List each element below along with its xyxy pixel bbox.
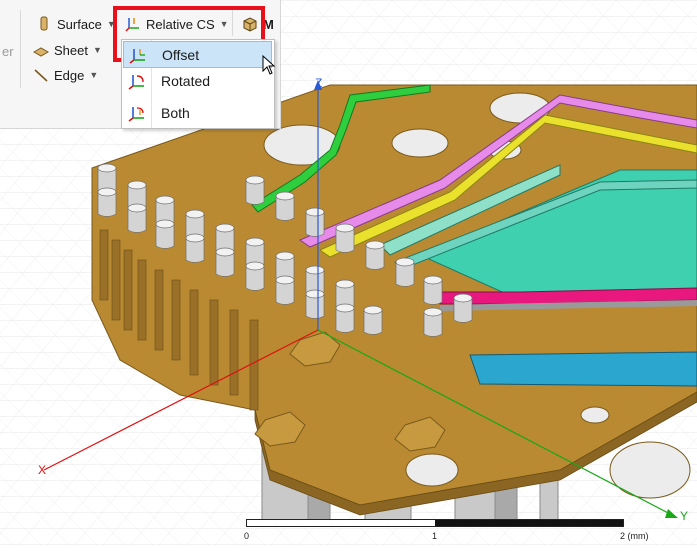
edge-label: Edge: [54, 67, 85, 83]
scale-tick-1: 1: [432, 531, 438, 541]
pin-cylinder: [127, 203, 147, 233]
pin-cylinder: [395, 257, 415, 287]
menu-item-offset[interactable]: Offset: [123, 41, 272, 68]
scale-tick-0: 0: [244, 531, 250, 541]
surface-label: Surface: [57, 16, 102, 32]
scale-tick-2: 2 (mm): [620, 531, 649, 541]
pin-cylinder: [185, 209, 205, 239]
pcb-board[interactable]: [91, 84, 697, 516]
chevron-down-icon: ▼: [92, 45, 102, 55]
sheet-button[interactable]: Sheet ▼: [32, 42, 102, 58]
model-label: M: [263, 16, 274, 32]
surface-icon: [36, 16, 52, 32]
chevron-down-icon: ▼: [106, 19, 116, 29]
ribbon-separator: [232, 10, 233, 36]
chevron-down-icon: ▼: [219, 19, 229, 29]
relative-cs-label: Relative CS: [146, 16, 215, 32]
pin-cylinder: [305, 265, 325, 295]
pin-cylinder: [245, 237, 265, 267]
menu-item-label: Both: [161, 104, 190, 121]
green-trace[interactable]: [251, 84, 431, 213]
sheet-label: Sheet: [54, 42, 88, 58]
pin-cylinder: [275, 191, 295, 221]
x-axis-label: X: [38, 463, 47, 477]
menu-item-label: Rotated: [161, 72, 211, 89]
edge-button[interactable]: Edge ▼: [33, 67, 98, 83]
pin-cylinder: [453, 293, 473, 323]
blue-layer[interactable]: [469, 351, 697, 387]
pin-cylinder: [423, 275, 443, 305]
ribbon-cut-text: er: [2, 44, 14, 59]
pin-cylinder: [185, 233, 205, 263]
axes: [43, 80, 678, 518]
edge-icon: [33, 67, 49, 83]
mouse-cursor-icon: [262, 54, 276, 80]
pin-cylinder: [335, 303, 355, 333]
menu-item-both[interactable]: Both: [123, 99, 272, 126]
pin-array: [97, 163, 473, 337]
scale-bar: [246, 519, 624, 527]
offset-cs-icon: [124, 41, 152, 68]
pin-cylinder: [275, 251, 295, 281]
y-axis-label: Y: [680, 509, 689, 523]
scale-bar-black-segment: [435, 520, 623, 526]
pin-cylinder: [423, 307, 443, 337]
pin-cylinder: [305, 289, 325, 319]
pin-cylinder: [97, 163, 117, 193]
model-icon: [242, 16, 258, 32]
menu-item-rotated[interactable]: Rotated: [123, 67, 272, 94]
z-axis-label: Z: [315, 76, 323, 90]
ribbon-overflow: [268, 0, 276, 16]
model-button[interactable]: M: [242, 16, 274, 32]
ribbon-separator: [20, 10, 21, 88]
pin-cylinder: [365, 240, 385, 270]
pin-cylinder: [245, 175, 265, 205]
pin-cylinder: [215, 247, 235, 277]
both-cs-icon: [123, 99, 151, 126]
relative-cs-icon: [125, 16, 141, 32]
pin-cylinder: [245, 261, 265, 291]
pin-cylinder: [275, 275, 295, 305]
pin-cylinder: [155, 219, 175, 249]
scale-bar-white-segment: [247, 520, 435, 526]
pin-cylinder: [305, 207, 325, 237]
rotated-cs-icon: [123, 67, 151, 94]
magenta-trace[interactable]: [439, 287, 697, 311]
chevron-down-icon: ▼: [89, 70, 99, 80]
yellow-trace[interactable]: [318, 114, 697, 258]
pin-cylinder: [335, 223, 355, 253]
pin-cylinder: [363, 305, 383, 335]
menu-icon-column: [151, 40, 152, 128]
pin-cylinder: [97, 187, 117, 217]
relative-cs-dropdown-menu: Offset Rotated Both: [121, 39, 275, 129]
relative-cs-button[interactable]: Relative CS ▼: [125, 16, 229, 32]
menu-item-label: Offset: [162, 46, 200, 63]
sheet-icon: [32, 42, 50, 58]
surface-button[interactable]: Surface ▼: [36, 16, 116, 32]
